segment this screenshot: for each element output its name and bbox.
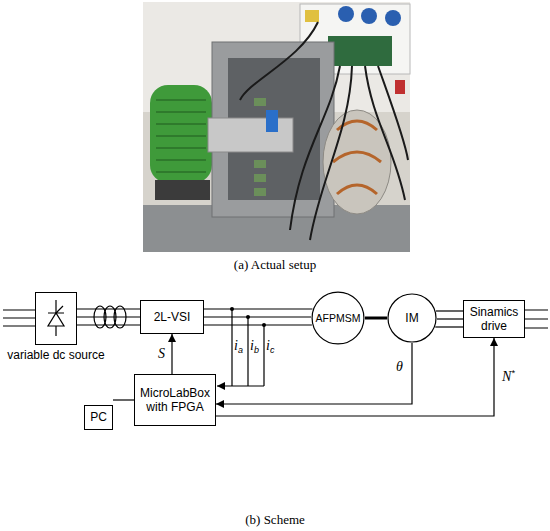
- photo-shaft: [208, 118, 293, 152]
- symbol-index: *: [511, 368, 515, 378]
- connector-path: [204, 316, 311, 317]
- connector-line: [435, 311, 463, 327]
- connector-line: [204, 309, 313, 325]
- photo-connector: [254, 188, 266, 196]
- symbol-index: c: [270, 345, 275, 355]
- signal-label: θ: [396, 359, 403, 374]
- connector-path: [77, 308, 140, 309]
- connector-path: [436, 310, 463, 311]
- symbol-letter: i: [266, 338, 270, 353]
- signal-label: ia: [234, 338, 243, 356]
- grid-input-lines: [3, 310, 35, 326]
- subfigure-caption: (b) Scheme: [0, 513, 550, 527]
- symbol-letter: i: [234, 338, 238, 353]
- connector-path: [77, 324, 140, 325]
- photo-connector: [254, 160, 266, 168]
- current-sense-lines: [217, 309, 264, 386]
- symbol-index: b: [254, 345, 259, 355]
- node-text: IM: [403, 311, 420, 325]
- connector-path: [204, 308, 313, 309]
- photo-background: [143, 2, 410, 252]
- photo-cables: [240, 22, 408, 240]
- node-caption: variable dc source: [5, 348, 106, 362]
- connector-path: [437, 318, 463, 319]
- photo-relay: [305, 10, 319, 22]
- controller-box: MicroLabBox with FPGA: [134, 374, 216, 426]
- node-text: AFPMSM: [314, 312, 363, 325]
- photo-motor-foot: [155, 180, 210, 200]
- node-text: MicroLabBox with FPGA: [135, 386, 215, 415]
- connector-path: [435, 326, 463, 327]
- circle-outline: [388, 294, 436, 342]
- photo-capacitor: [338, 6, 354, 22]
- connector-line: [172, 334, 173, 374]
- subfigure-caption: (a) Actual setup: [0, 258, 550, 272]
- photo-green-motor: [150, 85, 212, 183]
- symbol-letter: i: [250, 338, 254, 353]
- connector-path: [77, 316, 140, 317]
- connector-path: [216, 338, 494, 416]
- photo-motor-fins: [156, 100, 206, 172]
- shaft-line: [365, 318, 387, 319]
- grid-output-lines: [525, 310, 548, 328]
- connector-path: [216, 343, 412, 404]
- node-text: Sinamics drive: [464, 305, 524, 334]
- signal-label: ic: [266, 338, 274, 356]
- connector-line: [77, 309, 140, 325]
- photo-coupling: [266, 110, 278, 132]
- photo-connector: [254, 98, 266, 106]
- signal-label: ib: [250, 338, 259, 356]
- signal-label: N*: [502, 369, 515, 384]
- machine-circle: IM: [387, 293, 437, 343]
- connector-path: [113, 399, 134, 400]
- connector-line: [216, 338, 494, 416]
- photo-capacitor: [385, 10, 401, 26]
- connector-path: [171, 334, 172, 374]
- connector-path: [365, 317, 387, 320]
- node-text: 2L-VSI: [152, 310, 193, 324]
- node-text: PC: [88, 410, 109, 424]
- pc-box: PC: [84, 405, 113, 430]
- photo-capacitor: [361, 8, 377, 24]
- signal-label: S: [158, 346, 165, 361]
- photo-terminal: [395, 80, 405, 94]
- connector-path: [204, 324, 312, 325]
- symbol-index: a: [238, 345, 243, 355]
- machine-circle: AFPMSM: [311, 291, 365, 345]
- thyristor-gate: [48, 306, 64, 313]
- inductor-symbol: [114, 306, 126, 328]
- circle-outline: [312, 292, 364, 344]
- connector-line: [216, 343, 412, 404]
- photo-connector: [254, 174, 266, 182]
- inverter-box: 2L-VSI: [140, 300, 204, 334]
- drive-box: Sinamics drive: [463, 300, 525, 338]
- diode-symbol: [48, 313, 64, 326]
- photo-pcb: [328, 36, 392, 66]
- connector-line: [113, 400, 134, 401]
- symbol-letter: N: [502, 369, 511, 384]
- rectifier-box: variable dc source: [35, 292, 77, 345]
